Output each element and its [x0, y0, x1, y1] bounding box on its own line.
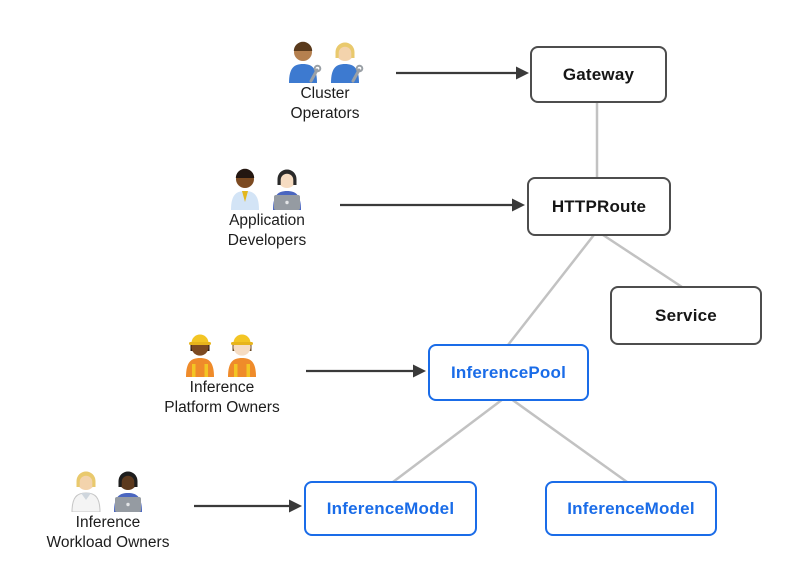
application-developers-label: Application Developers [157, 211, 377, 251]
inference-platform-owners-persona: Inference Platform Owners [112, 331, 332, 418]
resource-connectors [392, 99, 683, 484]
inference-workload-owners-label-line2: Workload Owners [46, 534, 170, 551]
httproute-node-label: HTTPRoute [551, 196, 647, 216]
inference-workload-owners-label: Inference Workload Owners [0, 513, 218, 553]
actor-arrows [194, 66, 529, 513]
cluster-operators-label-line2: Operators [290, 105, 360, 122]
inference-model-node-left: InferenceModel [304, 481, 477, 536]
service-node: Service [610, 286, 762, 345]
service-node-label: Service [655, 305, 717, 325]
arrowhead-httproute [512, 198, 525, 212]
connector-httproute-inferencepool [507, 230, 598, 346]
developers-emoji-icon [231, 168, 301, 210]
inference-workload-owners-label-line1: Inference [75, 514, 141, 531]
gateway-node-label: Gateway [562, 64, 635, 84]
application-developers-persona: Application Developers [157, 164, 377, 251]
arrowhead-inferencepool [413, 364, 426, 378]
inference-pool-node: InferencePool [428, 344, 589, 401]
cluster-operators-label-line1: Cluster [300, 85, 350, 102]
httproute-node: HTTPRoute [527, 177, 671, 236]
connector-inferencepool-inferencemodel-left [392, 395, 508, 483]
inference-pool-node-label: InferencePool [450, 362, 567, 382]
inference-model-right-label: InferenceModel [567, 498, 695, 518]
inference-platform-owners-label-line1: Inference [189, 379, 255, 396]
cluster-operators-label: Cluster Operators [215, 84, 435, 124]
cluster-operators-persona: Cluster Operators [215, 37, 435, 124]
inference-platform-owners-label-line2: Platform Owners [164, 399, 280, 416]
arrowhead-inferencemodel [289, 499, 302, 513]
application-developers-label-line2: Developers [227, 232, 307, 249]
connector-httproute-service [596, 229, 683, 289]
construction-workers-emoji-icon [186, 334, 256, 377]
gateway-node: Gateway [530, 46, 667, 103]
inference-workload-owners-persona: Inference Workload Owners [0, 466, 218, 553]
inference-model-node-right: InferenceModel [545, 481, 717, 536]
application-developers-label-line1: Application [229, 212, 305, 229]
inference-model-left-label: InferenceModel [326, 498, 455, 518]
mechanics-emoji-icon [289, 41, 364, 83]
connector-inferencepool-inferencemodel-right [506, 394, 628, 484]
arrowhead-gateway [516, 66, 529, 80]
inference-platform-owners-label: Inference Platform Owners [112, 378, 332, 418]
workload-owners-emoji-icon [71, 471, 142, 512]
